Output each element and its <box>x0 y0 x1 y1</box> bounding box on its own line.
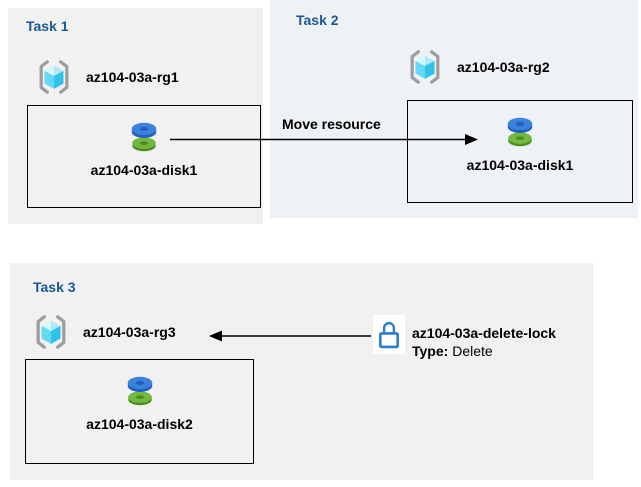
disk-name: az104-03a-disk1 <box>90 162 198 178</box>
move-resource-label: Move resource <box>282 116 381 132</box>
delete-lock-label-group: az104-03a-delete-lock Type: Delete <box>412 324 556 360</box>
task2-disk-box: az104-03a-disk1 <box>407 100 633 203</box>
task3-resource-group: az104-03a-rg3 <box>32 313 176 351</box>
disk-icon <box>127 376 152 406</box>
task2-panel: Task 2 az104-03a-rg2 az104-03a-disk1 <box>270 0 638 218</box>
disk-name: az104-03a-disk2 <box>86 416 193 432</box>
resource-group-name: az104-03a-rg3 <box>83 324 176 340</box>
task1-resource-group: az104-03a-rg1 <box>35 58 179 96</box>
task3-panel: Task 3 az104-03a-rg3 az104-03a-disk2 <box>10 263 593 480</box>
lock-icon <box>379 322 399 349</box>
resource-group-name: az104-03a-rg2 <box>457 59 550 75</box>
task1-disk-box: az104-03a-disk1 <box>27 105 261 208</box>
disk-icon <box>131 122 157 152</box>
delete-lock-type: Type: Delete <box>412 342 556 360</box>
delete-lock-type-label: Type: <box>412 343 449 359</box>
task1-panel: Task 1 az104-03a-rg1 az104-03a-disk1 <box>8 8 263 224</box>
disk-icon <box>507 117 533 147</box>
delete-lock-tile <box>373 315 405 354</box>
disk-name: az104-03a-disk1 <box>466 157 574 173</box>
resource-group-icon <box>410 50 440 84</box>
task2-resource-group: az104-03a-rg2 <box>406 48 550 86</box>
task3-title: Task 3 <box>33 279 76 295</box>
resource-group-icon <box>39 60 69 94</box>
task1-title: Task 1 <box>26 18 69 34</box>
delete-lock-type-value: Delete <box>448 343 493 359</box>
task2-title: Task 2 <box>296 12 339 28</box>
resource-group-icon <box>36 315 66 349</box>
task3-disk-box: az104-03a-disk2 <box>25 359 254 464</box>
delete-lock-name: az104-03a-delete-lock <box>412 325 556 341</box>
resource-group-name: az104-03a-rg1 <box>86 69 179 85</box>
